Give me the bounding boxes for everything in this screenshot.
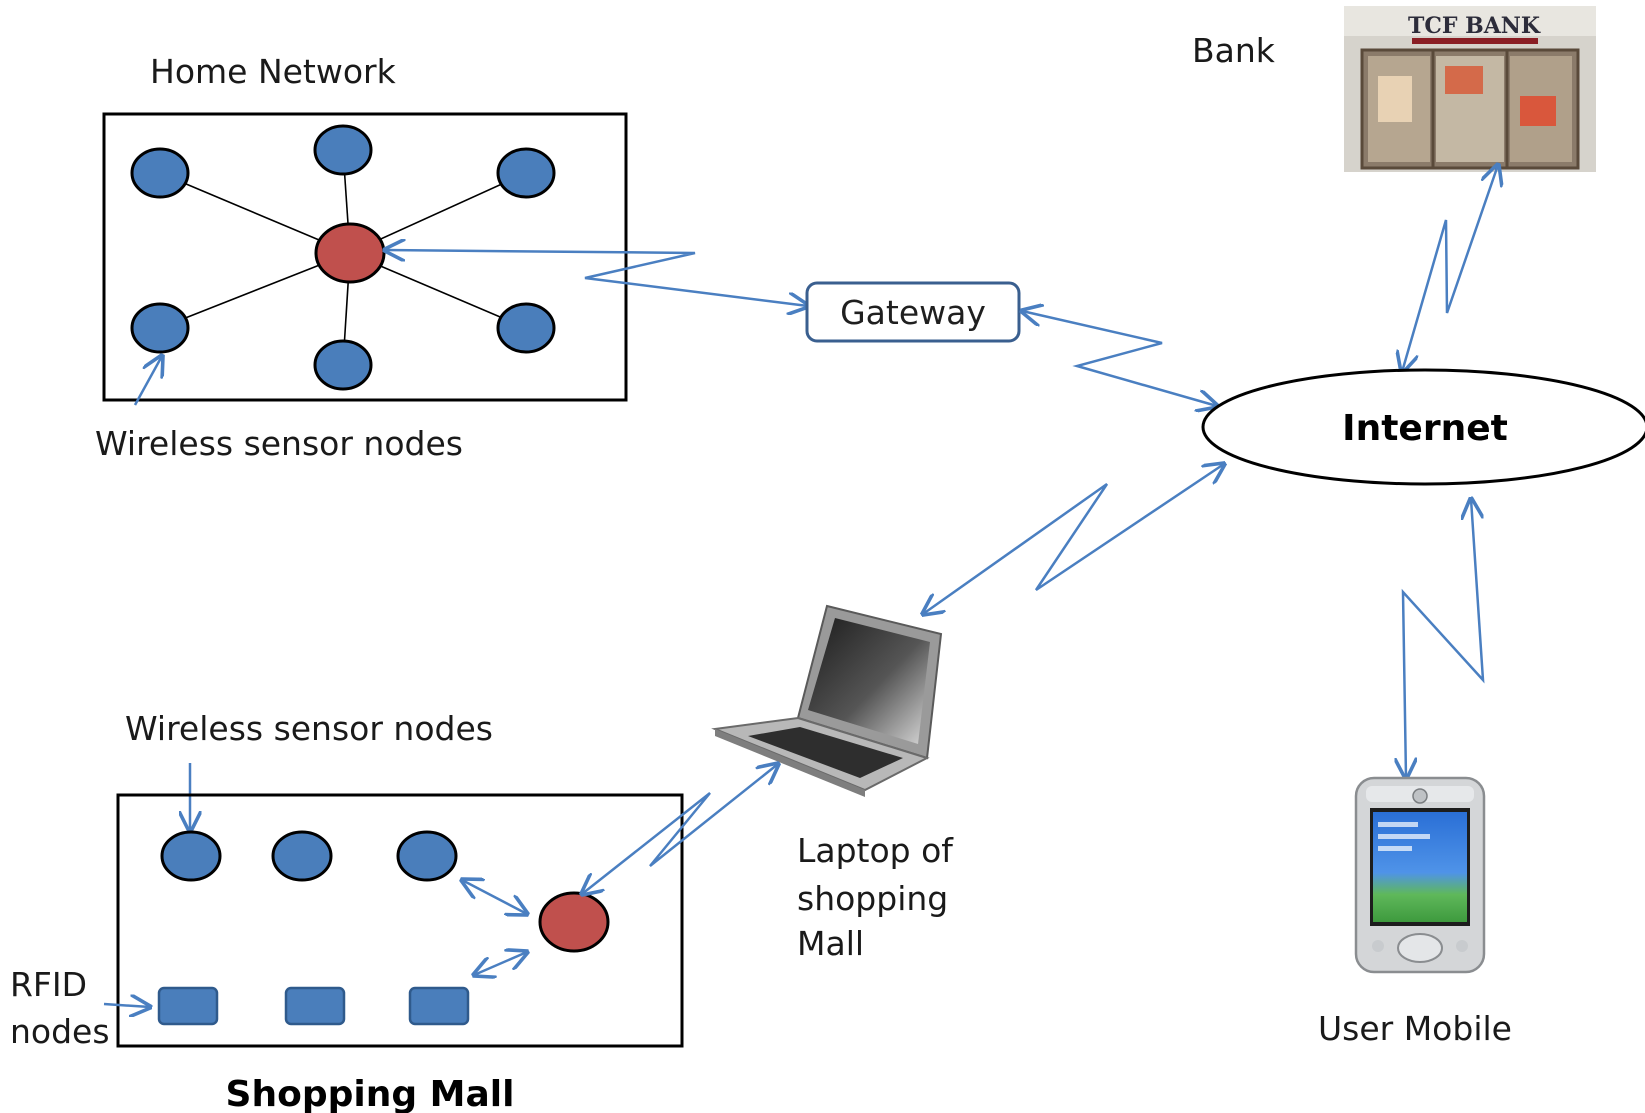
home-sensor-node — [130, 302, 190, 354]
home-network-label: Home Network — [150, 52, 397, 91]
internet-cloud — [1201, 368, 1645, 486]
rfid-label-line2: nodes — [10, 1012, 110, 1051]
rfid-pointer — [103, 1004, 150, 1007]
mall-sensor-label: Wireless sensor nodes — [125, 709, 493, 748]
laptop-label-line2: shopping — [797, 879, 948, 918]
bank-label: Bank — [1192, 31, 1276, 70]
gateway-internet-link — [1022, 311, 1217, 406]
bank-sign-text: TCF BANK — [1408, 13, 1541, 39]
home-sensor-node — [496, 302, 556, 354]
home-sensor-node — [130, 147, 190, 199]
home-sensor-node — [313, 339, 373, 391]
shopping-mall-box — [116, 793, 684, 1048]
rfid-node — [408, 986, 470, 1026]
bank-photo-icon: TCF BANK — [1344, 6, 1596, 172]
mall-laptop-link — [582, 764, 778, 894]
mall-sensor-node — [160, 830, 222, 882]
rfid-node — [284, 986, 346, 1026]
home-central-node — [314, 222, 386, 284]
laptop-label-line1: Laptop of — [797, 831, 954, 870]
mobile-phone-icon — [1354, 776, 1486, 974]
mobile-internet-link — [1403, 499, 1485, 778]
home-sensor-pointer — [133, 356, 162, 406]
home-sensor-node — [496, 147, 556, 199]
mall-sensor-node — [271, 830, 333, 882]
laptop-label-line3: Mall — [797, 924, 864, 963]
user-mobile-label: User Mobile — [1318, 1009, 1512, 1048]
rfid-central-link — [474, 952, 527, 975]
home-sensor-label: Wireless sensor nodes — [95, 424, 463, 463]
home-sensor-node — [313, 124, 373, 176]
laptop-internet-link — [923, 464, 1224, 614]
laptop-icon — [711, 604, 943, 797]
internet-label: Internet — [1342, 408, 1508, 449]
gateway-label: Gateway — [840, 293, 986, 332]
home-gateway-link — [385, 250, 808, 306]
mall-central-node — [538, 891, 610, 953]
rfid-node — [157, 986, 219, 1026]
bank-internet-link — [1402, 165, 1498, 372]
shopping-mall-label: Shopping Mall — [226, 1074, 515, 1113]
rfid-label-line1: RFID — [10, 965, 87, 1004]
sensor-central-link — [462, 880, 527, 914]
mall-sensor-node — [396, 830, 458, 882]
